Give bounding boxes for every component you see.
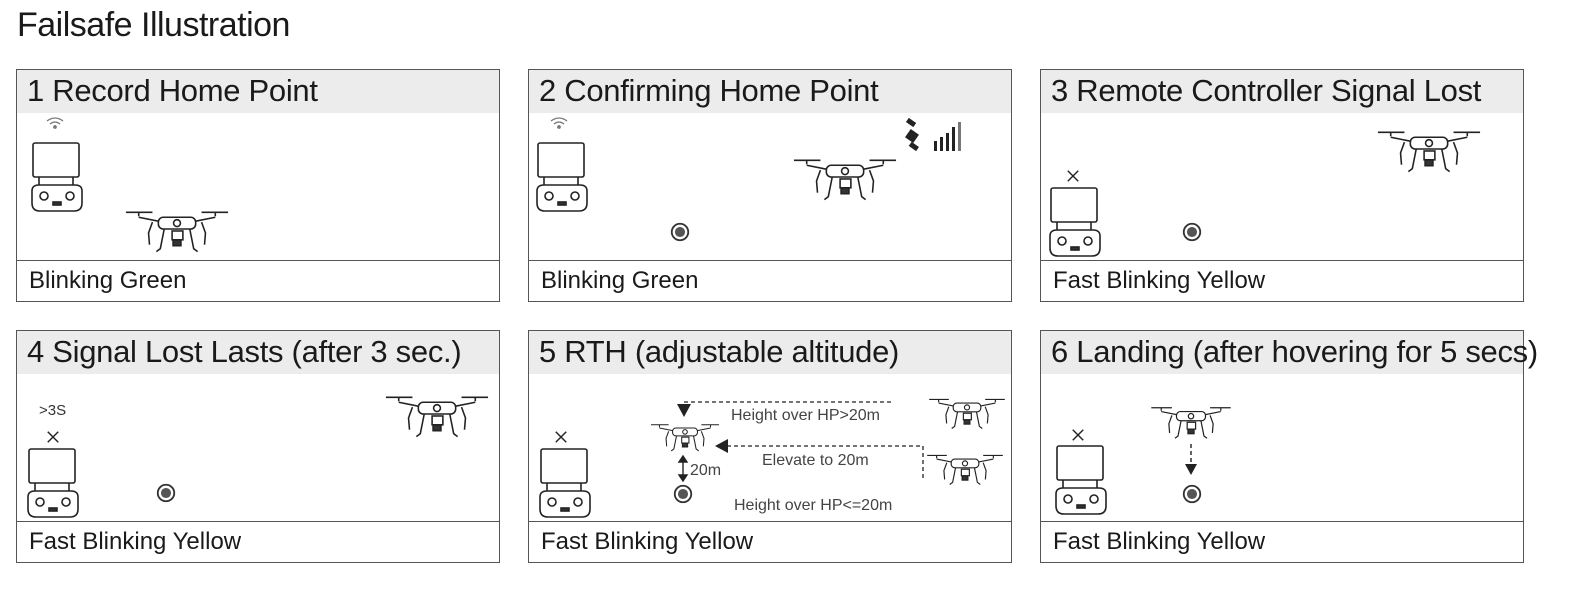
- drone-icon: [793, 159, 897, 201]
- satellite-icon: [905, 117, 919, 152]
- panel-signal-lost-lasts: 4 Signal Lost Lasts (after 3 sec.) >3S F…: [16, 330, 500, 563]
- descend-arrow-icon: [677, 404, 691, 417]
- timer-label: >3S: [39, 402, 67, 419]
- drone-icon: [928, 398, 1006, 430]
- status-text: Fast Blinking Yellow: [1053, 528, 1266, 555]
- left-arrow-icon: [715, 439, 728, 453]
- gps-signal-bars-icon: [934, 122, 961, 151]
- panel-title: 2 Confirming Home Point: [539, 73, 879, 108]
- landing-arrow-icon: [1185, 444, 1197, 475]
- annotation-elevate: Elevate to 20m: [762, 452, 869, 469]
- signal-lost-icon: [47, 431, 59, 443]
- home-point-icon: [670, 222, 690, 242]
- remote-controller-icon: [539, 448, 591, 518]
- wifi-icon: [550, 117, 568, 129]
- drone-icon: [385, 396, 489, 438]
- panel-title: 4 Signal Lost Lasts (after 3 sec.): [27, 334, 462, 369]
- remote-controller-icon: [536, 142, 588, 212]
- status-text: Fast Blinking Yellow: [1053, 267, 1266, 294]
- remote-controller-icon: [31, 142, 83, 212]
- annotation-altitude: 20m: [690, 462, 721, 479]
- status-text: Blinking Green: [29, 267, 187, 294]
- drone-icon: [650, 424, 720, 452]
- remote-controller-icon: [27, 448, 79, 518]
- panel-3-illustration: [1049, 131, 1481, 257]
- status-text: Fast Blinking Yellow: [29, 528, 242, 555]
- drone-icon: [926, 454, 1004, 486]
- panel-confirming-home-point: 2 Confirming Home Point Blinking Green: [528, 69, 1012, 302]
- home-point-icon: [1182, 222, 1202, 242]
- annotation-low: Height over HP<=20m: [734, 497, 892, 514]
- signal-lost-icon: [555, 431, 567, 443]
- remote-controller-icon: [1055, 445, 1107, 515]
- page-title: Failsafe Illustration: [17, 6, 290, 44]
- home-point-icon: [156, 483, 176, 503]
- status-text: Fast Blinking Yellow: [541, 528, 754, 555]
- panel-landing: 6 Landing (after hovering for 5 secs) Fa…: [1040, 330, 1538, 563]
- home-point-icon: [673, 484, 693, 504]
- panel-title: 5 RTH (adjustable altitude): [539, 334, 900, 369]
- annotation-high: Height over HP>20m: [731, 407, 880, 424]
- altitude-arrow-icon: [677, 454, 689, 483]
- signal-lost-icon: [1072, 429, 1084, 441]
- panel-2-illustration: [536, 117, 961, 242]
- panel-rth: 5 RTH (adjustable altitude) Height over …: [528, 330, 1012, 563]
- panel-title: 6 Landing (after hovering for 5 secs): [1051, 334, 1538, 369]
- wifi-icon: [46, 117, 64, 129]
- panel-record-home-point: 1 Record Home Point Blinking Green: [16, 69, 500, 302]
- panel-6-illustration: [1055, 407, 1232, 515]
- remote-controller-icon: [1049, 187, 1101, 257]
- panel-title: 1 Record Home Point: [27, 73, 318, 108]
- panel-4-illustration: [27, 396, 489, 518]
- panel-title: 3 Remote Controller Signal Lost: [1051, 73, 1482, 108]
- status-text: Blinking Green: [541, 267, 699, 294]
- panel-5-illustration: Height over HP>20m Elevate to 20m Height…: [539, 398, 1006, 518]
- panel-1-illustration: [31, 117, 229, 253]
- drone-icon: [1377, 131, 1481, 173]
- signal-lost-icon: [1067, 170, 1079, 182]
- drone-icon: [1150, 407, 1232, 439]
- drone-icon: [125, 211, 229, 253]
- home-point-icon: [1182, 484, 1202, 504]
- panel-rc-signal-lost: 3 Remote Controller Signal Lost Fast Bli…: [1040, 69, 1524, 302]
